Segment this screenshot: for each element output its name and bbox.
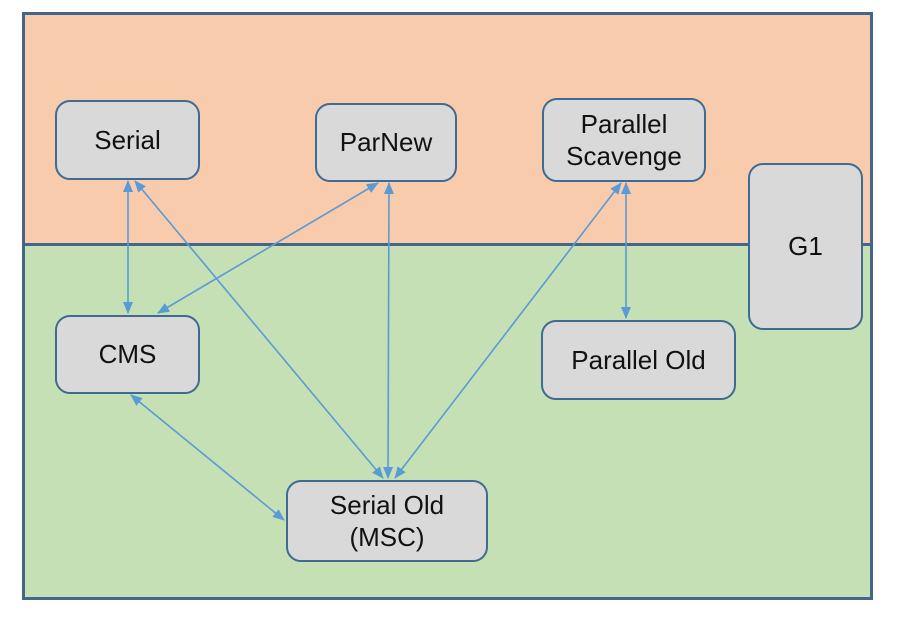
node-parallel-old: Parallel Old <box>541 320 736 400</box>
node-parnew-label: ParNew <box>339 127 433 158</box>
node-parallel-scavenge-label: Parallel Scavenge <box>566 108 682 172</box>
node-parallel-old-label: Parallel Old <box>571 344 706 375</box>
node-serial-label: Serial <box>94 124 161 155</box>
node-serial-old: Serial Old (MSC) <box>286 480 488 562</box>
node-g1-label: G1 <box>788 231 823 262</box>
node-serial: Serial <box>55 100 200 180</box>
node-parnew: ParNew <box>315 103 457 182</box>
node-cms: CMS <box>55 315 200 394</box>
node-parallel-scavenge: Parallel Scavenge <box>542 98 706 182</box>
node-g1: G1 <box>748 163 863 330</box>
node-cms-label: CMS <box>98 339 157 370</box>
node-serial-old-label: Serial Old (MSC) <box>329 489 445 553</box>
